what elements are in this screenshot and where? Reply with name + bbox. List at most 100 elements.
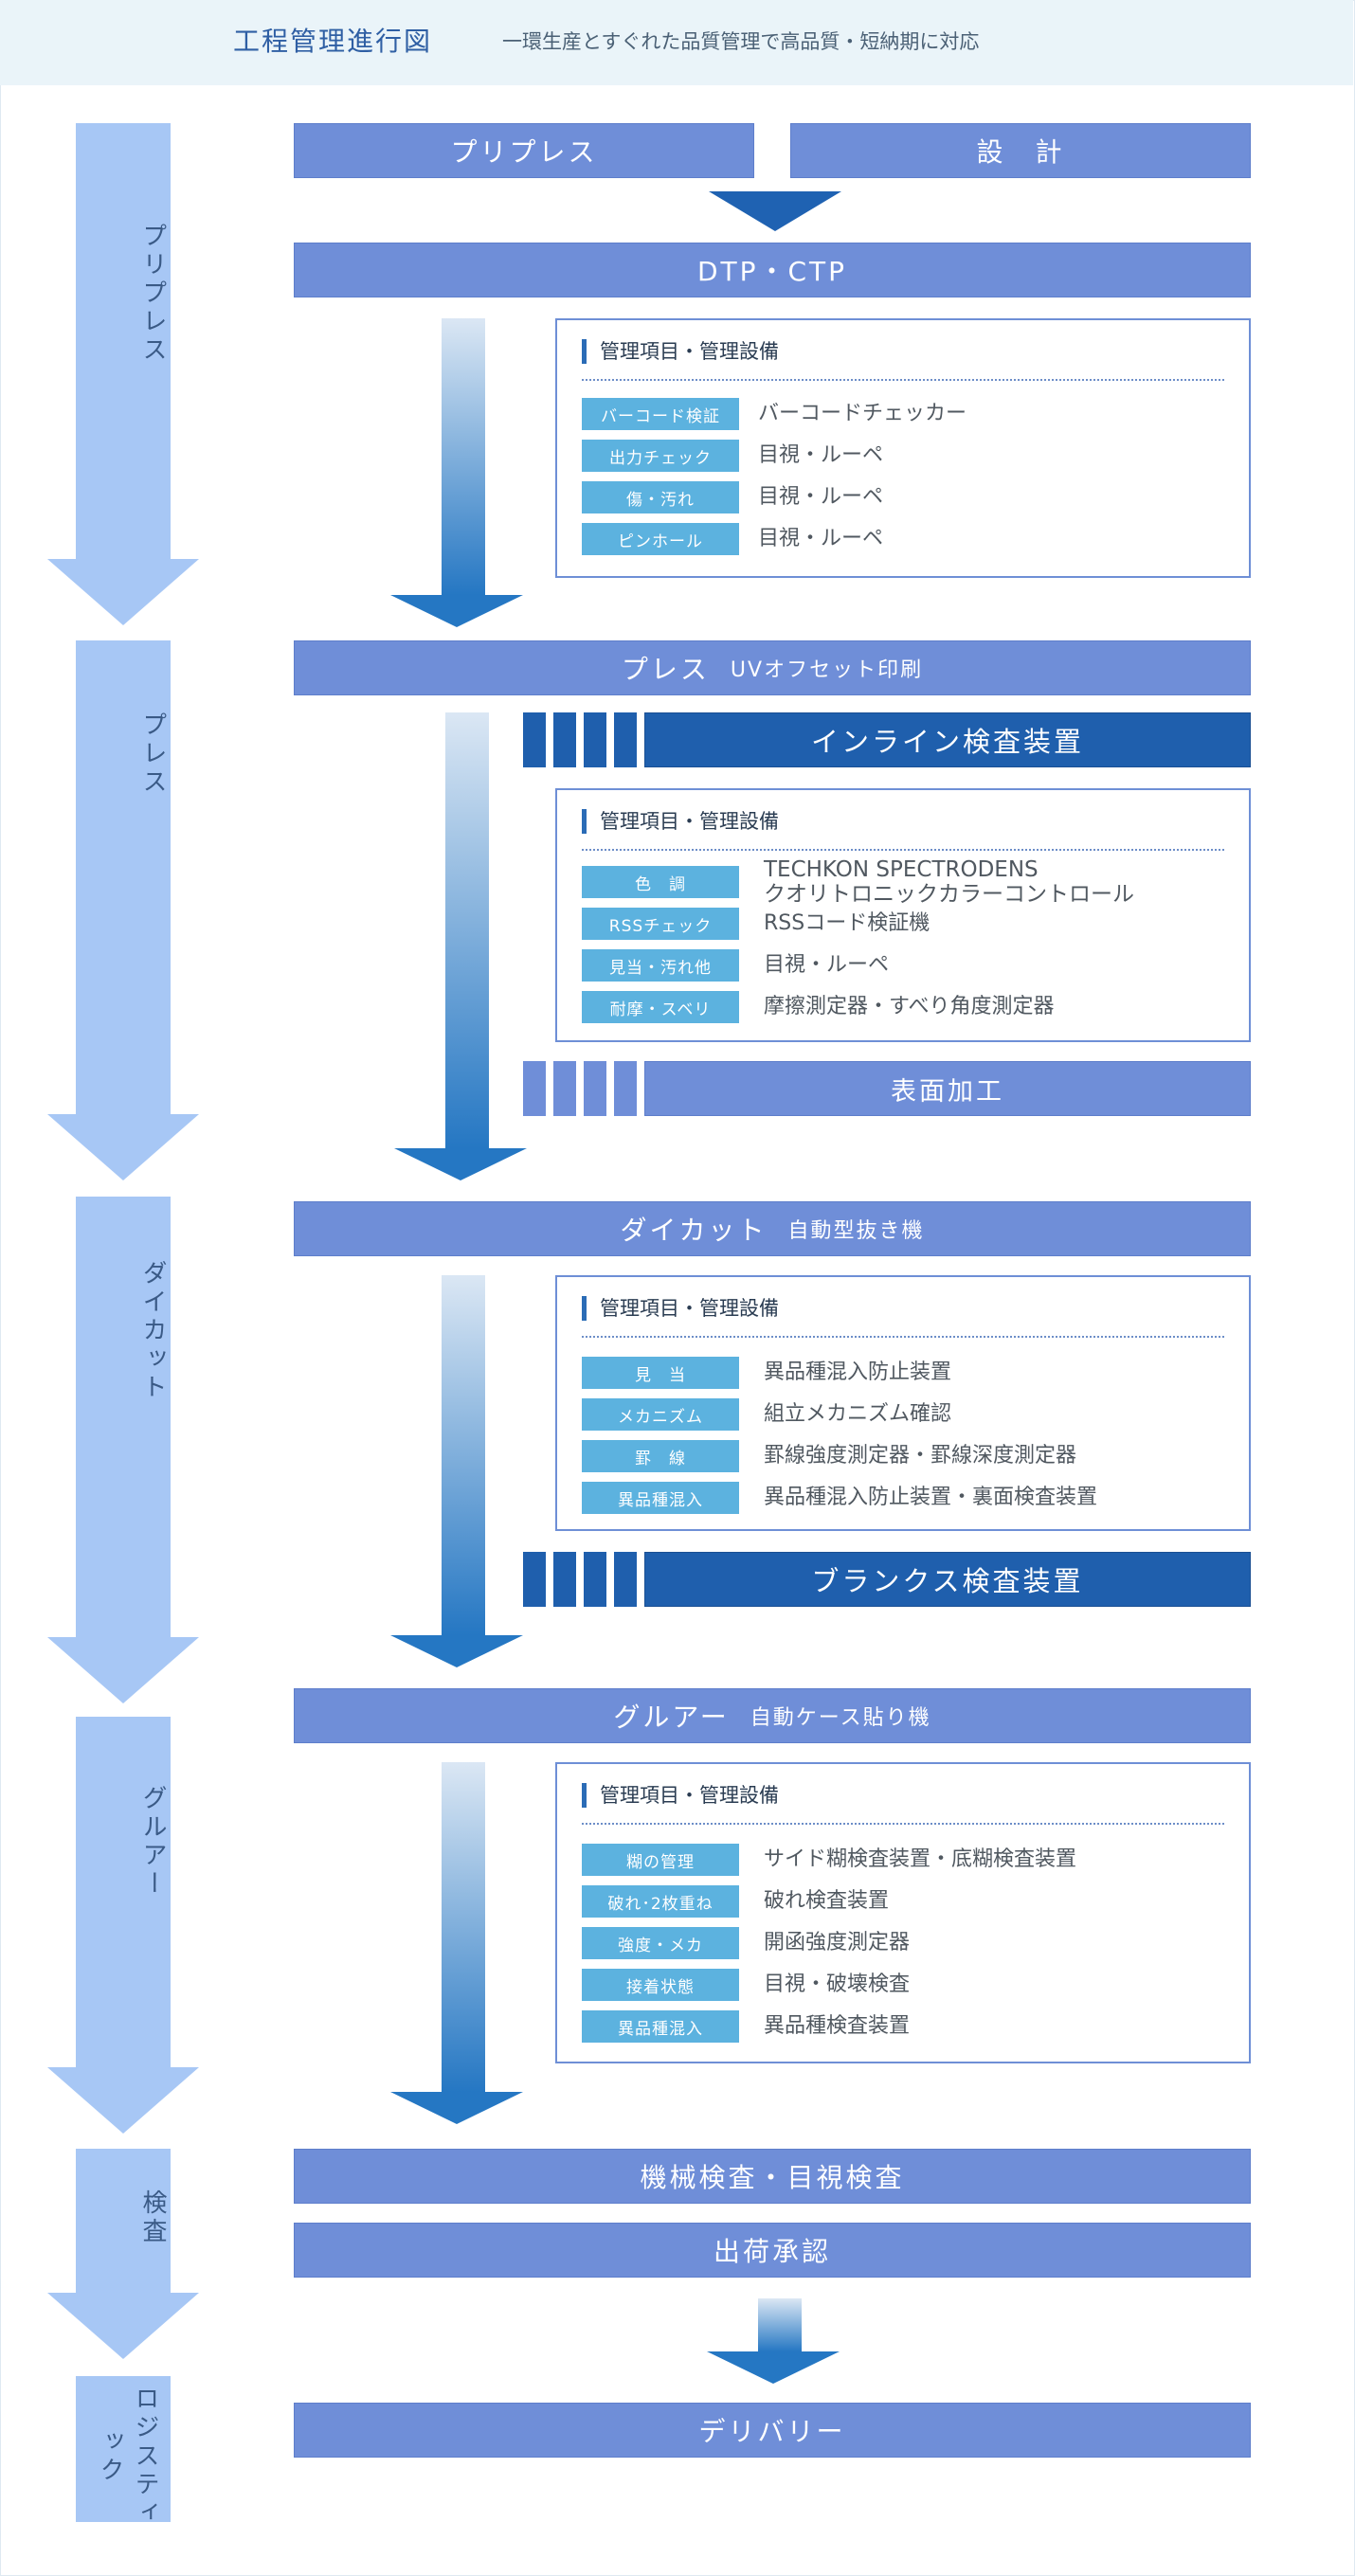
row-badge: 接着状態 [582, 1969, 739, 2001]
surface-finish-label: 表面加工 [891, 1076, 1004, 1107]
flow-arrow-press [394, 712, 546, 1180]
inline-inspection-bar: インライン検査装置 [644, 712, 1251, 767]
row-badge: 異品種混入 [582, 1482, 739, 1514]
panel-row: 強度・メカ 開函強度測定器 [582, 1927, 910, 1959]
press-bar-sub: UVオフセット印刷 [730, 658, 924, 682]
row-value: 目視・ルーペ [758, 443, 884, 467]
panel-row: 異品種混入 異品種検査装置 [582, 2010, 910, 2043]
stage-label-gluer: グルアー [138, 1785, 167, 1899]
row-value: サイド糊検査装置・底糊検査装置 [764, 1847, 1077, 1871]
flow-arrow-gluer [390, 1762, 542, 2124]
row-value: 異品種混入防止装置・裏面検査装置 [764, 1486, 1098, 1509]
diecut-bar-sub: 自動型抜き機 [787, 1219, 925, 1243]
panel-row: 見当・汚れ他 目視・ルーペ [582, 949, 889, 982]
panel-heading: 管理項目・管理設備 [582, 809, 779, 834]
row-badge: 見 当 [582, 1357, 739, 1389]
row-badge: バーコード検証 [582, 398, 739, 430]
page-subtitle: 一環生産とすぐれた品質管理で高品質・短納期に対応 [502, 30, 980, 53]
prepress-bar-label: プリプレス [450, 136, 598, 168]
row-badge: メカニズム [582, 1398, 739, 1431]
diecut-bar-label: ダイカット [620, 1215, 768, 1246]
row-badge: 糊の管理 [582, 1844, 739, 1876]
panel-row: 色 調 TECHKON SPECTRODENS クオリトロニックカラーコントロー… [582, 857, 1134, 907]
panel-row: 異品種混入 異品種混入防止装置・裏面検査装置 [582, 1482, 1097, 1514]
stage-label-logistics: ロジスティック [83, 2386, 163, 2528]
panel-row: 罫 線 罫線強度測定器・罫線深度測定器 [582, 1440, 1076, 1472]
design-bar: 設 計 [790, 123, 1251, 178]
dtp-ctp-label: DTP・CTP [696, 256, 848, 287]
panel-divider [582, 849, 1224, 851]
panel-press: 管理項目・管理設備 色 調 TECHKON SPECTRODENS クオリトロニ… [555, 788, 1251, 1042]
stage-label-logistics-line1: ロジス [131, 2386, 159, 2471]
blanks-stripes [523, 1552, 637, 1607]
panel-divider [582, 1823, 1224, 1825]
prepress-bar: プリプレス [294, 123, 754, 178]
row-value: 開函強度測定器 [764, 1931, 911, 1955]
inspection-bar: 機械検査・目視検査 [294, 2149, 1251, 2204]
design-bar-label: 設 計 [976, 136, 1065, 168]
header-band: 工程管理進行図 一環生産とすぐれた品質管理で高品質・短納期に対応 [0, 0, 1353, 85]
row-value: TECHKON SPECTRODENS クオリトロニックカラーコントロール [764, 857, 1134, 907]
row-value: RSSコード検証機 [764, 911, 930, 935]
panel-diecut: 管理項目・管理設備 見 当 異品種混入防止装置 メカニズム 組立メカニズム確認 … [555, 1275, 1251, 1531]
blanks-inspection-bar: ブランクス検査装置 [644, 1552, 1251, 1607]
stage-arrow-prepress: プリプレス [47, 123, 199, 625]
panel-heading: 管理項目・管理設備 [582, 1296, 779, 1321]
shipping-approval-label: 出荷承認 [713, 2236, 831, 2267]
gluer-bar-sub: 自動ケース貼り機 [750, 1706, 931, 1730]
stage-label-prepress: プリプレス [138, 223, 167, 365]
stage-arrow-press: プレス [47, 640, 199, 1180]
gluer-bar: グルアー 自動ケース貼り機 [294, 1688, 1251, 1743]
row-badge: 破れ･2枚重ね [582, 1885, 739, 1918]
row-badge: 見当・汚れ他 [582, 949, 739, 982]
stage-box-logistics: ロジスティック [47, 2376, 199, 2528]
row-value: 目視・破壊検査 [764, 1973, 911, 1996]
panel-heading: 管理項目・管理設備 [582, 339, 779, 364]
stage-label-press: プレス [138, 712, 167, 797]
merge-arrow [709, 191, 841, 231]
row-value: バーコードチェッカー [758, 402, 967, 425]
panel-prepress: 管理項目・管理設備 バーコード検証 バーコードチェッカー 出力チェック 目視・ル… [555, 318, 1251, 578]
panel-row: メカニズム 組立メカニズム確認 [582, 1398, 951, 1431]
row-badge: RSSチェック [582, 908, 739, 940]
inline-inspection-label: インライン検査装置 [810, 726, 1084, 758]
surface-stripes [523, 1061, 637, 1116]
panel-divider [582, 379, 1224, 381]
row-value: 目視・ルーペ [758, 527, 884, 550]
gluer-bar-label: グルアー [613, 1702, 730, 1733]
surface-finish-bar: 表面加工 [644, 1061, 1251, 1116]
row-badge: 出力チェック [582, 440, 739, 472]
row-badge: 色 調 [582, 866, 739, 898]
dtp-ctp-bar: DTP・CTP [294, 243, 1251, 297]
diecut-bar: ダイカット 自動型抜き機 [294, 1201, 1251, 1256]
panel-row: 傷・汚れ 目視・ルーペ [582, 481, 883, 513]
row-badge: 耐摩・スベリ [582, 991, 739, 1023]
row-value: 摩擦測定器・すべり角度測定器 [764, 995, 1055, 1018]
panel-row: 接着状態 目視・破壊検査 [582, 1969, 910, 2001]
row-value: 組立メカニズム確認 [764, 1402, 952, 1426]
row-badge: 異品種混入 [582, 2010, 739, 2043]
panel-row: 糊の管理 サイド糊検査装置・底糊検査装置 [582, 1844, 1076, 1876]
flow-arrow-diecut [390, 1275, 542, 1667]
panel-row: 破れ･2枚重ね 破れ検査装置 [582, 1885, 889, 1918]
page-title: 工程管理進行図 [233, 26, 433, 57]
row-value-line1: TECHKON SPECTRODENS [764, 857, 1039, 882]
delivery-bar: デリバリー [294, 2403, 1251, 2458]
panel-row: 耐摩・スベリ 摩擦測定器・すべり角度測定器 [582, 991, 1054, 1023]
panel-heading: 管理項目・管理設備 [582, 1783, 779, 1808]
shipping-approval-bar: 出荷承認 [294, 2223, 1251, 2278]
blanks-inspection-label: ブランクス検査装置 [811, 1565, 1084, 1597]
row-value-line2: クオリトロニックカラーコントロール [764, 882, 1134, 907]
stage-label-logistics-line2: ティック [96, 2428, 159, 2528]
press-bar-label: プレス [621, 654, 710, 685]
row-badge: 罫 線 [582, 1440, 739, 1472]
row-value: 目視・ルーペ [764, 953, 890, 977]
panel-gluer: 管理項目・管理設備 糊の管理 サイド糊検査装置・底糊検査装置 破れ･2枚重ね 破… [555, 1762, 1251, 2063]
panel-row: 見 当 異品種混入防止装置 [582, 1357, 951, 1389]
inspection-bar-label: 機械検査・目視検査 [640, 2162, 905, 2193]
stage-label-inspection: 検査 [138, 2189, 167, 2246]
row-value: 目視・ルーペ [758, 485, 884, 509]
flow-arrow-delivery [707, 2298, 858, 2387]
row-value: 異品種検査装置 [764, 2014, 911, 2038]
flow-arrow-prepress [390, 318, 542, 627]
